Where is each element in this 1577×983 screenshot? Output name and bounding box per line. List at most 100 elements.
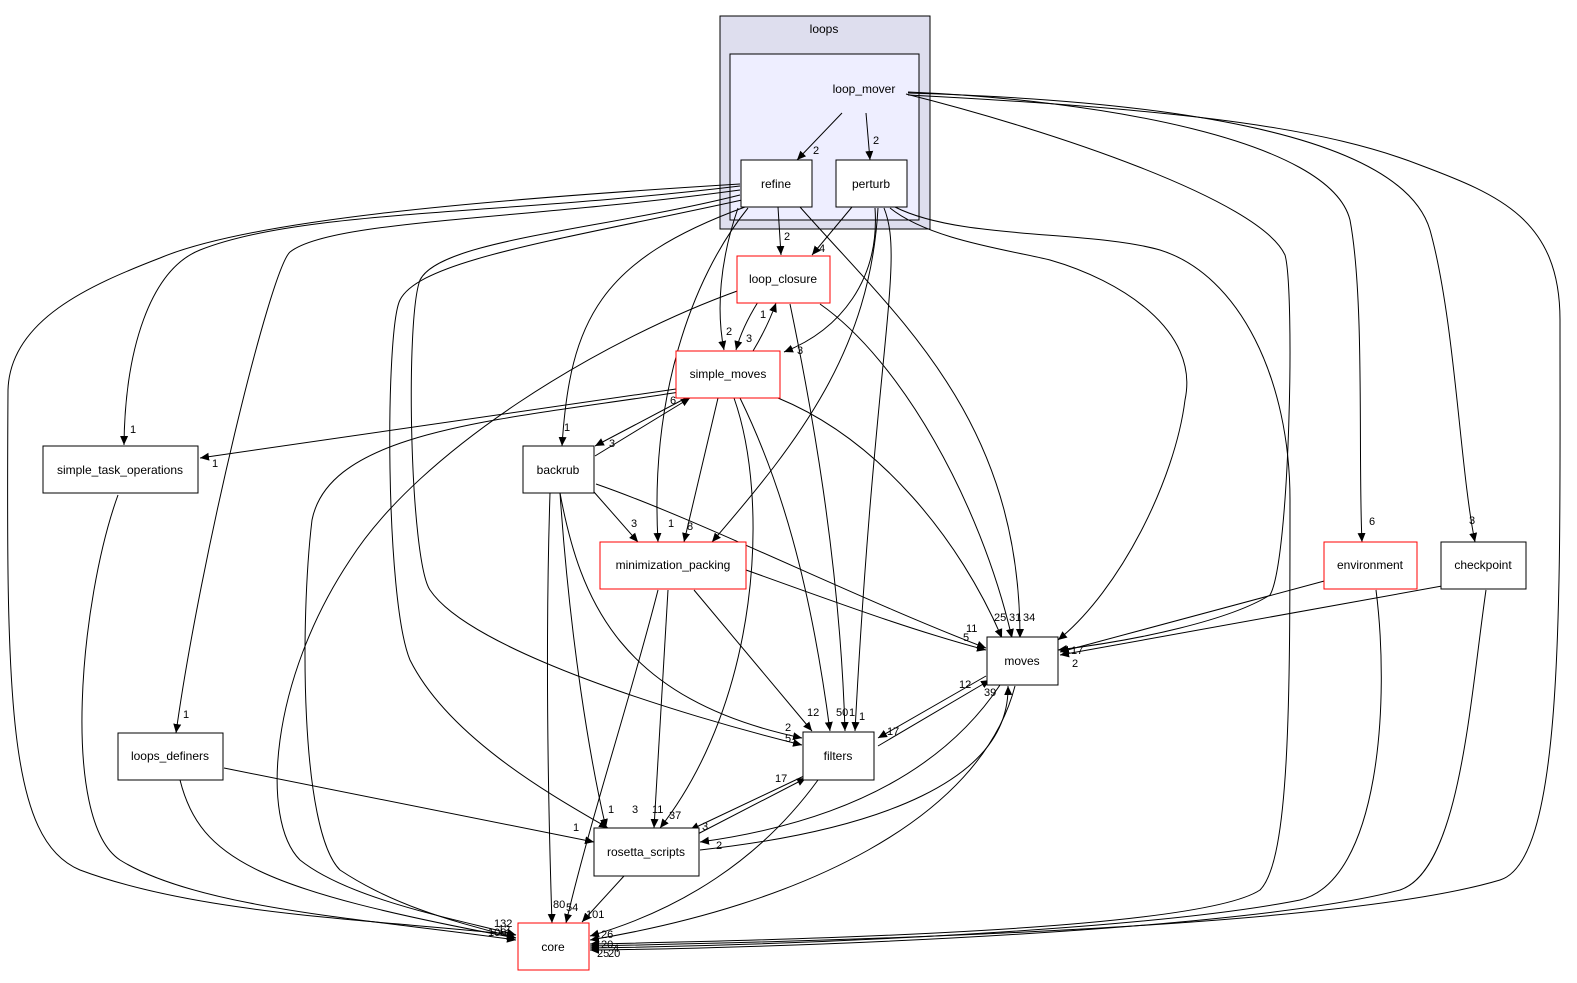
edge-label: 5	[963, 632, 969, 644]
edge-label: 5	[785, 733, 791, 745]
edge-label: 4	[613, 943, 619, 955]
edge-perturb-minpacking	[711, 207, 879, 543]
edge-label: 50	[836, 707, 848, 719]
svg-text:environment: environment	[1337, 558, 1404, 572]
edge-perturb-moves	[889, 207, 1188, 641]
edge-filters-rosettascripts	[689, 775, 805, 831]
edge-moves-filters	[877, 675, 987, 739]
svg-text:simple_moves: simple_moves	[690, 367, 767, 381]
edge-simplemoves-backrub	[594, 397, 687, 447]
svg-text:backrub: backrub	[537, 463, 580, 477]
edge-label: 2	[1072, 658, 1078, 670]
edge-label: 2	[873, 135, 879, 147]
edge-label: 1	[859, 711, 865, 723]
edge-loopmover-refine	[796, 112, 843, 161]
edge-label: 12	[498, 924, 510, 936]
edge-simplemoves-minpacking	[682, 397, 719, 543]
node-simple-task-operations[interactable]: simple_task_operations	[42, 445, 199, 494]
edge-simplemoves-moves	[777, 397, 1003, 639]
edge-filters-core	[589, 779, 819, 938]
edge-label: 17	[775, 773, 787, 785]
edge-backrub-core	[546, 492, 556, 924]
edge-filters-moves	[877, 679, 991, 747]
edge-label: 2	[784, 231, 790, 243]
edge-label: 37	[669, 810, 681, 822]
node-perturb[interactable]: perturb	[835, 159, 908, 208]
node-minimization-packing[interactable]: minimization_packing	[599, 541, 747, 590]
node-core[interactable]: core	[517, 922, 590, 971]
edge-simplemoves-filters	[739, 397, 833, 732]
edge-label: 3	[632, 804, 638, 816]
edge-rosettascripts-core	[581, 875, 625, 923]
edge-labels: 2 2 2 4 1 3 2 3 6 3 1 1 1 3 1 8 6 3 11 5…	[130, 135, 1475, 960]
svg-text:checkpoint: checkpoint	[1454, 558, 1512, 572]
node-backrub[interactable]: backrub	[522, 445, 595, 494]
edge-loopclosure-moves	[819, 303, 1014, 639]
node-moves[interactable]: moves	[986, 636, 1059, 686]
edge-loopsdefiners-core	[179, 779, 517, 941]
node-loop-closure[interactable]: loop_closure	[736, 255, 831, 304]
edge-label: 2	[716, 840, 722, 852]
edge-label: 20	[608, 948, 620, 960]
edge-minpacking-core	[564, 589, 659, 924]
edge-label: 2	[785, 722, 791, 734]
edge-label: 6	[670, 395, 676, 407]
edge-label: 132	[494, 918, 512, 930]
edge-environment-moves	[1059, 579, 1329, 654]
edge-backrub-rosettascripts	[559, 492, 608, 829]
edge-label: 31	[1009, 612, 1021, 624]
edge-label: 12	[807, 707, 819, 719]
svg-text:moves: moves	[1004, 654, 1039, 668]
node-environment[interactable]: environment	[1323, 541, 1418, 590]
svg-text:loop_closure: loop_closure	[749, 272, 817, 286]
edge-refine-minpacking	[653, 207, 749, 543]
edge-simplemoves-loopclosure	[752, 302, 777, 352]
node-loops-definers[interactable]: loops_definers	[117, 732, 224, 781]
edge-label: 1	[212, 458, 218, 470]
edge-label: 39	[984, 687, 996, 699]
edge-perturb-core	[589, 206, 1291, 948]
edge-label: 8	[687, 521, 693, 533]
edge-label: 17	[887, 726, 899, 738]
edge-label: 12	[959, 679, 971, 691]
edge-moves-core	[589, 685, 1016, 943]
edge-label: 1	[608, 804, 614, 816]
edge-label: 1	[564, 422, 570, 434]
edge-refine-simpletaskops	[120, 185, 741, 446]
edge-checkpoint-core	[589, 589, 1487, 954]
edge-refine-core	[7, 183, 741, 938]
edge-label: 1	[760, 309, 766, 321]
edge-loopmover-environment	[907, 91, 1366, 543]
edge-label: 1	[183, 709, 189, 721]
node-simple-moves[interactable]: simple_moves	[675, 350, 781, 399]
node-checkpoint[interactable]: checkpoint	[1440, 541, 1527, 590]
edge-label: 25	[994, 612, 1006, 624]
edge-label: 1	[849, 707, 855, 719]
node-refine[interactable]: refine	[740, 159, 813, 208]
edge-backrub-simplemoves	[594, 397, 691, 457]
edge-label: 3	[746, 333, 752, 345]
edge-perturb-loopclosure	[811, 206, 853, 256]
edge-loopclosure-simplemoves	[734, 301, 759, 351]
edge-refine-loopclosure	[776, 206, 785, 256]
svg-text:core: core	[541, 940, 565, 954]
edge-checkpoint-moves	[1059, 585, 1443, 658]
edge-label: 1	[668, 518, 674, 530]
edge-loopsdefiners-rosettascripts	[223, 767, 595, 845]
edge-label: 34	[1023, 612, 1035, 624]
node-rosetta-scripts[interactable]: rosetta_scripts	[593, 827, 700, 877]
edge-simpletaskops-core	[81, 494, 517, 943]
svg-text:refine: refine	[761, 177, 791, 191]
edge-refine-simplemoves	[718, 207, 739, 351]
edge-loopmover-checkpoint	[907, 92, 1478, 543]
edge-environment-core	[589, 589, 1382, 952]
svg-text:loops_definers: loops_definers	[131, 749, 209, 763]
cluster-loop-mover-label: loop_mover	[833, 82, 896, 96]
edge-refine-filters	[410, 194, 803, 747]
edge-loopmover-perturb	[865, 112, 874, 161]
edge-refine-moves	[799, 206, 1024, 639]
edge-simplemoves-rosettascripts	[659, 397, 754, 829]
edge-label: 108	[488, 927, 506, 939]
edge-minpacking-rosettascripts	[650, 589, 669, 829]
node-filters[interactable]: filters	[802, 731, 875, 781]
